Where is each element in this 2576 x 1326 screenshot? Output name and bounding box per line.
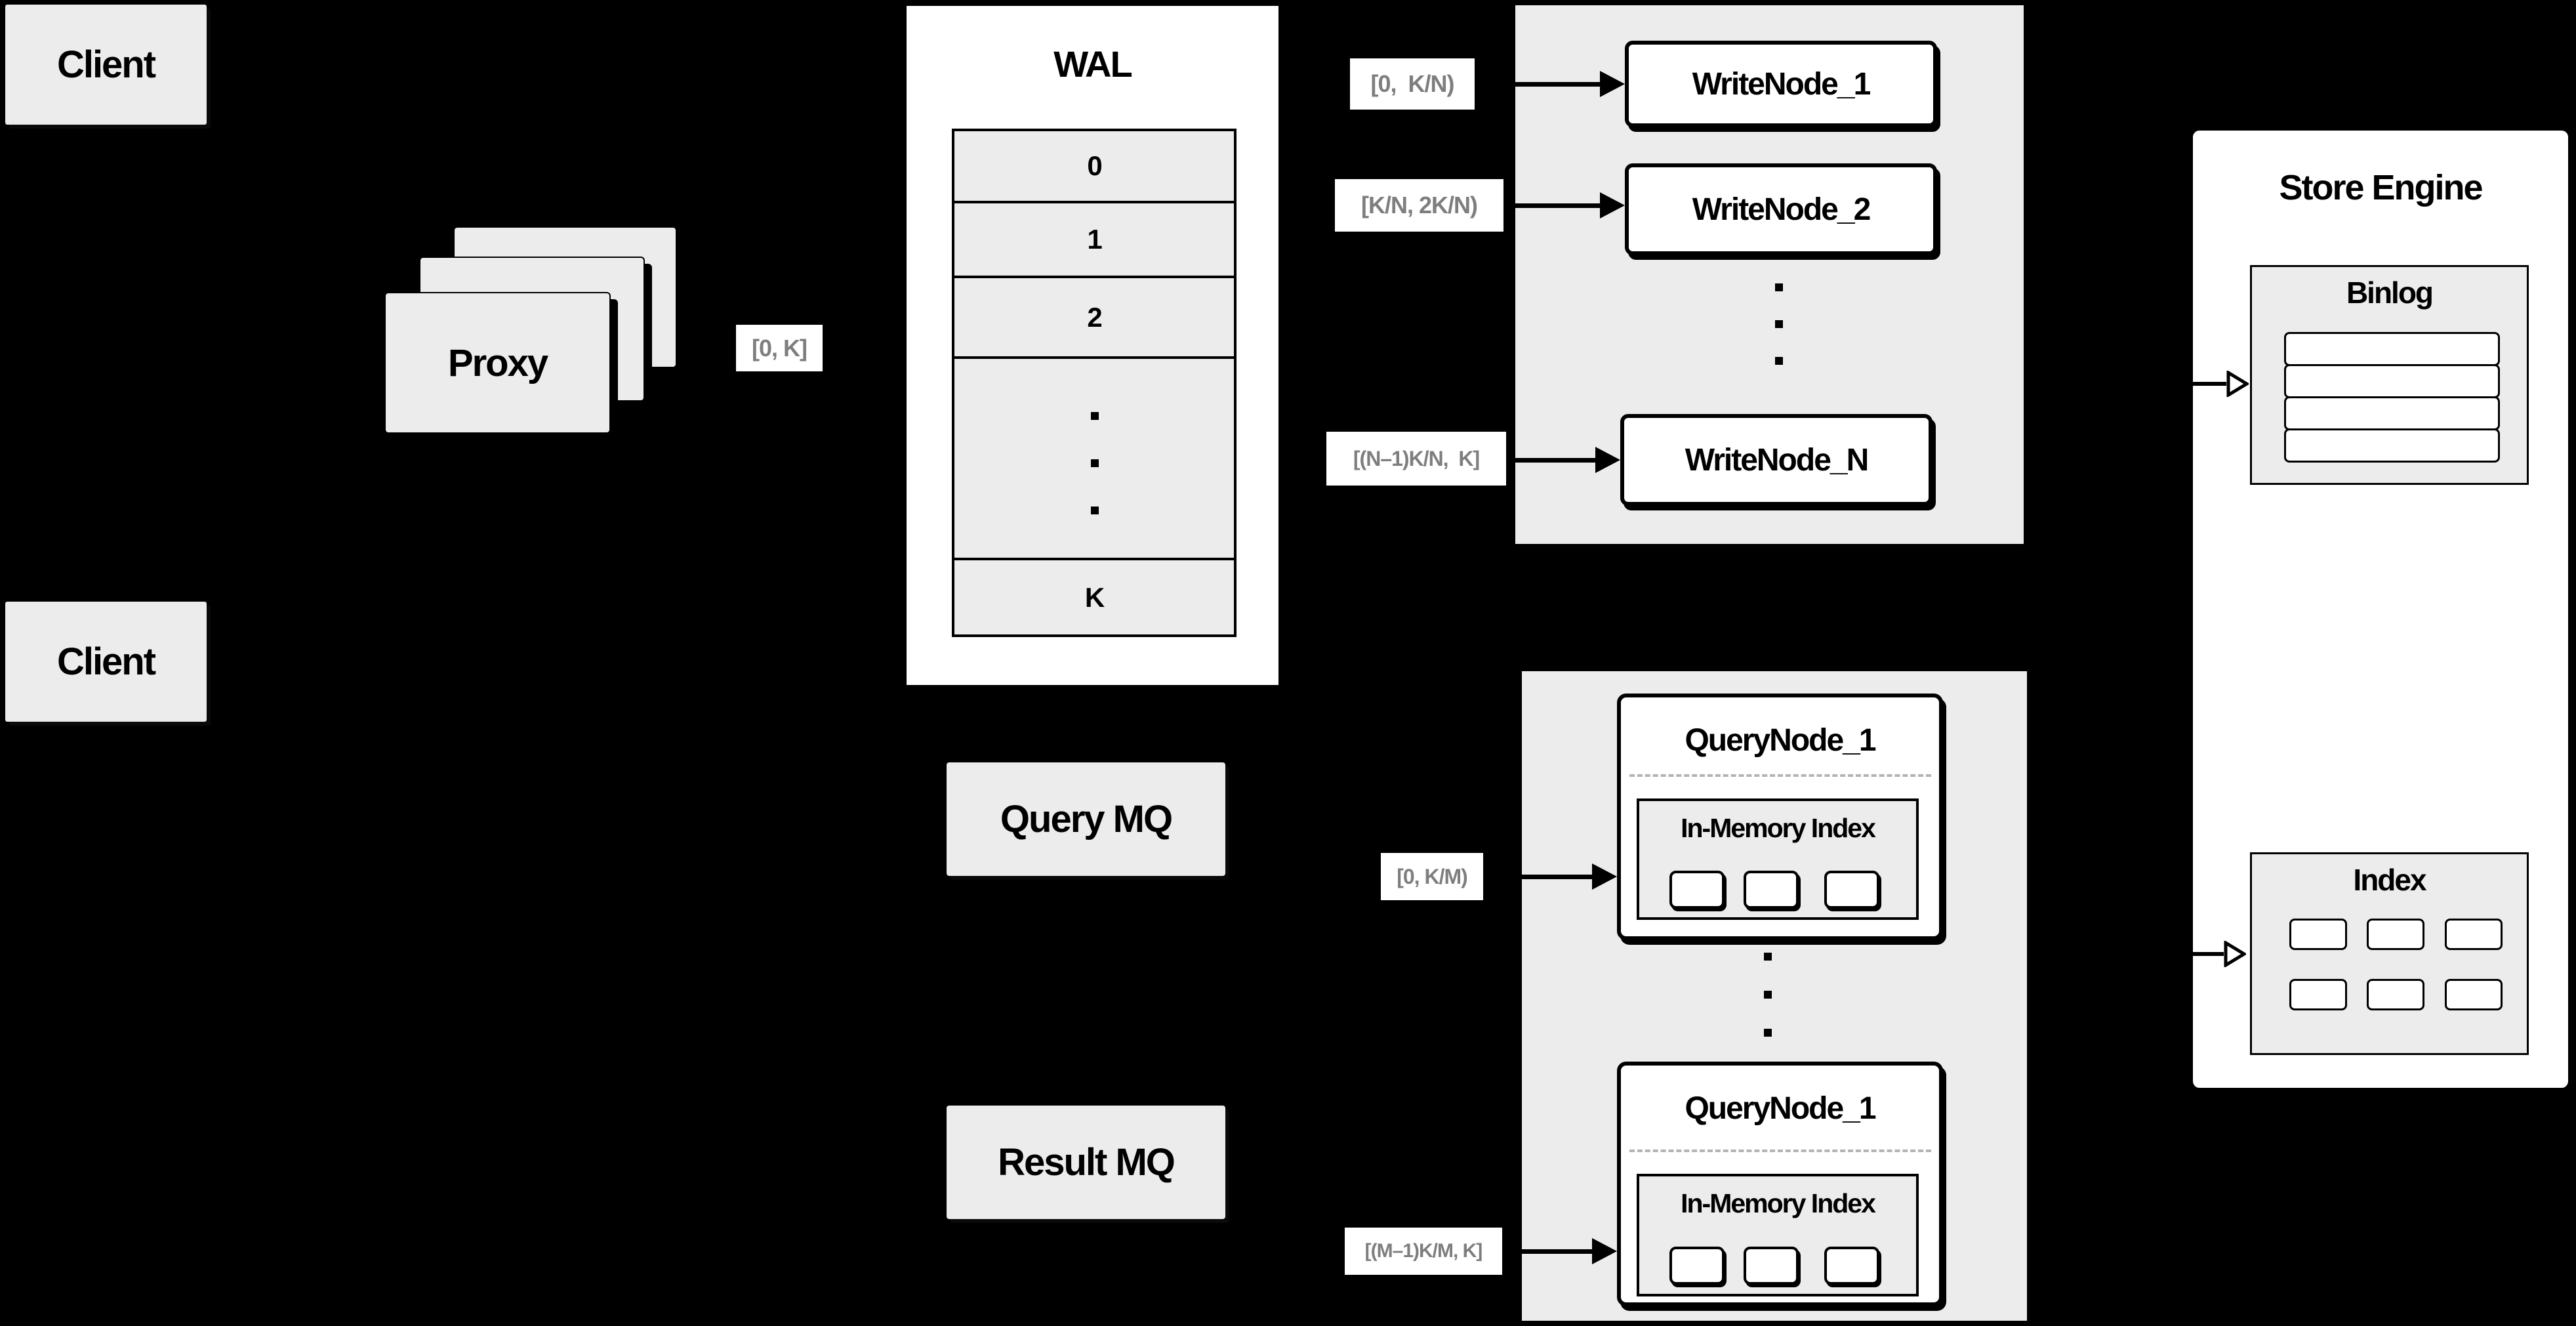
open-arrowhead-icon [2226,371,2249,397]
segment-chip [1824,1247,1879,1285]
client-top-label: Client [56,43,156,86]
index-chip [2289,919,2347,950]
wal-row-1: 1 [952,201,1237,278]
inmemory-bottom-title: In-Memory Index [1681,1188,1876,1218]
client-bottom-label: Client [56,640,156,683]
interval-label-query1: [0, K/M) [1381,853,1483,900]
index-chip [2367,919,2424,950]
query-ellipsis-dot-1 [1764,953,1772,961]
wal-row-k: K [952,558,1237,637]
index-chip [2367,979,2424,1010]
wal-ellipsis-dot-2 [1091,459,1099,467]
client-bottom-box: Client [5,602,207,722]
writenode-1-label: WriteNode_1 [1692,66,1871,102]
wal-title: WAL [1053,43,1132,85]
store-engine-title: Store Engine [2279,168,2483,207]
segment-chip [1669,871,1725,909]
inmemory-top-title: In-Memory Index [1681,813,1876,843]
index-chip [2289,979,2347,1010]
binlog-row [2284,364,2500,398]
arrow-querynodes-index [2190,941,2246,967]
wal-row-2: 2 [952,276,1237,359]
store-engine-title-wrap: Store Engine [2190,164,2571,211]
querynode-bottom-title: QueryNode_1 [1685,1091,1876,1126]
binlog-row [2284,428,2500,463]
segment-chip [1669,1247,1725,1285]
arrow-resultmq-querynodem [1502,1238,1617,1264]
binlog-title: Binlog [2346,276,2434,310]
wal-ellipsis-dot-1 [1091,412,1099,420]
wal-row-0-label: 0 [1087,150,1102,181]
client-top-box: Client [5,5,207,125]
query-mq-box: Query MQ [947,762,1225,876]
inmemory-top-title-wrap: In-Memory Index [1639,813,1916,844]
interval-label-querym: [(M–1)K/M, K] [1345,1228,1502,1275]
interval-label-write1: [0, K/N) [1350,58,1475,110]
querynode-top-divider [1629,774,1931,777]
index-title: Index [2353,863,2426,897]
query-mq-label: Query MQ [1000,798,1173,840]
arrow-querymq-querynode1 [1483,863,1617,890]
segment-chip [1744,1247,1799,1285]
writenode-1-box: WriteNode_1 [1625,41,1937,127]
binlog-row [2284,332,2500,366]
querynode-bottom-title-wrap: QueryNode_1 [1621,1090,1939,1127]
querynode-top-title: QueryNode_1 [1685,723,1876,758]
arrow-wal-writenoden [1506,447,1620,473]
arrow-writenodes-binlog [2190,371,2249,397]
interval-label-write2: [K/N, 2K/N) [1335,179,1503,232]
writenode-n-box: WriteNode_N [1620,414,1932,506]
wal-row-ellipsis [952,356,1237,560]
query-ellipsis-dot-3 [1764,1029,1772,1037]
segment-chip [1824,871,1879,909]
writenode-2-label: WriteNode_2 [1692,192,1871,227]
binlog-row [2284,396,2500,430]
querynode-top-title-wrap: QueryNode_1 [1621,722,1939,758]
result-mq-label: Result MQ [998,1141,1176,1184]
result-mq-box: Result MQ [947,1106,1225,1219]
open-arrowhead-icon [2224,941,2246,967]
wal-row-k-label: K [1084,581,1105,613]
index-chip [2445,919,2503,950]
arrow-wal-writenode2 [1503,192,1625,218]
wal-row-0: 0 [952,129,1237,203]
write-ellipsis-dot-1 [1775,283,1783,291]
writenode-2-box: WriteNode_2 [1625,163,1937,255]
binlog-title-wrap: Binlog [2252,275,2527,310]
write-ellipsis-dot-2 [1775,320,1783,328]
proxy-box-front: Proxy [384,292,611,434]
writenode-n-label: WriteNode_N [1685,442,1869,478]
wal-row-1-label: 1 [1087,224,1102,255]
wal-title-wrap: WAL [904,41,1281,87]
querynode-bottom-divider [1629,1150,1931,1152]
inmemory-bottom-title-wrap: In-Memory Index [1639,1188,1916,1219]
index-box: Index [2250,852,2529,1055]
query-ellipsis-dot-2 [1764,991,1772,999]
index-title-wrap: Index [2252,862,2527,898]
write-ellipsis-dot-3 [1775,357,1783,365]
wal-ellipsis-dot-3 [1091,507,1099,514]
interval-label-writen: [(N–1)K/N, K] [1326,432,1506,486]
segment-chip [1744,871,1799,909]
wal-row-2-label: 2 [1087,301,1102,333]
index-chip [2445,979,2503,1010]
proxy-label: Proxy [447,341,548,384]
interval-label-proxy-wal: [0, K] [736,325,823,371]
